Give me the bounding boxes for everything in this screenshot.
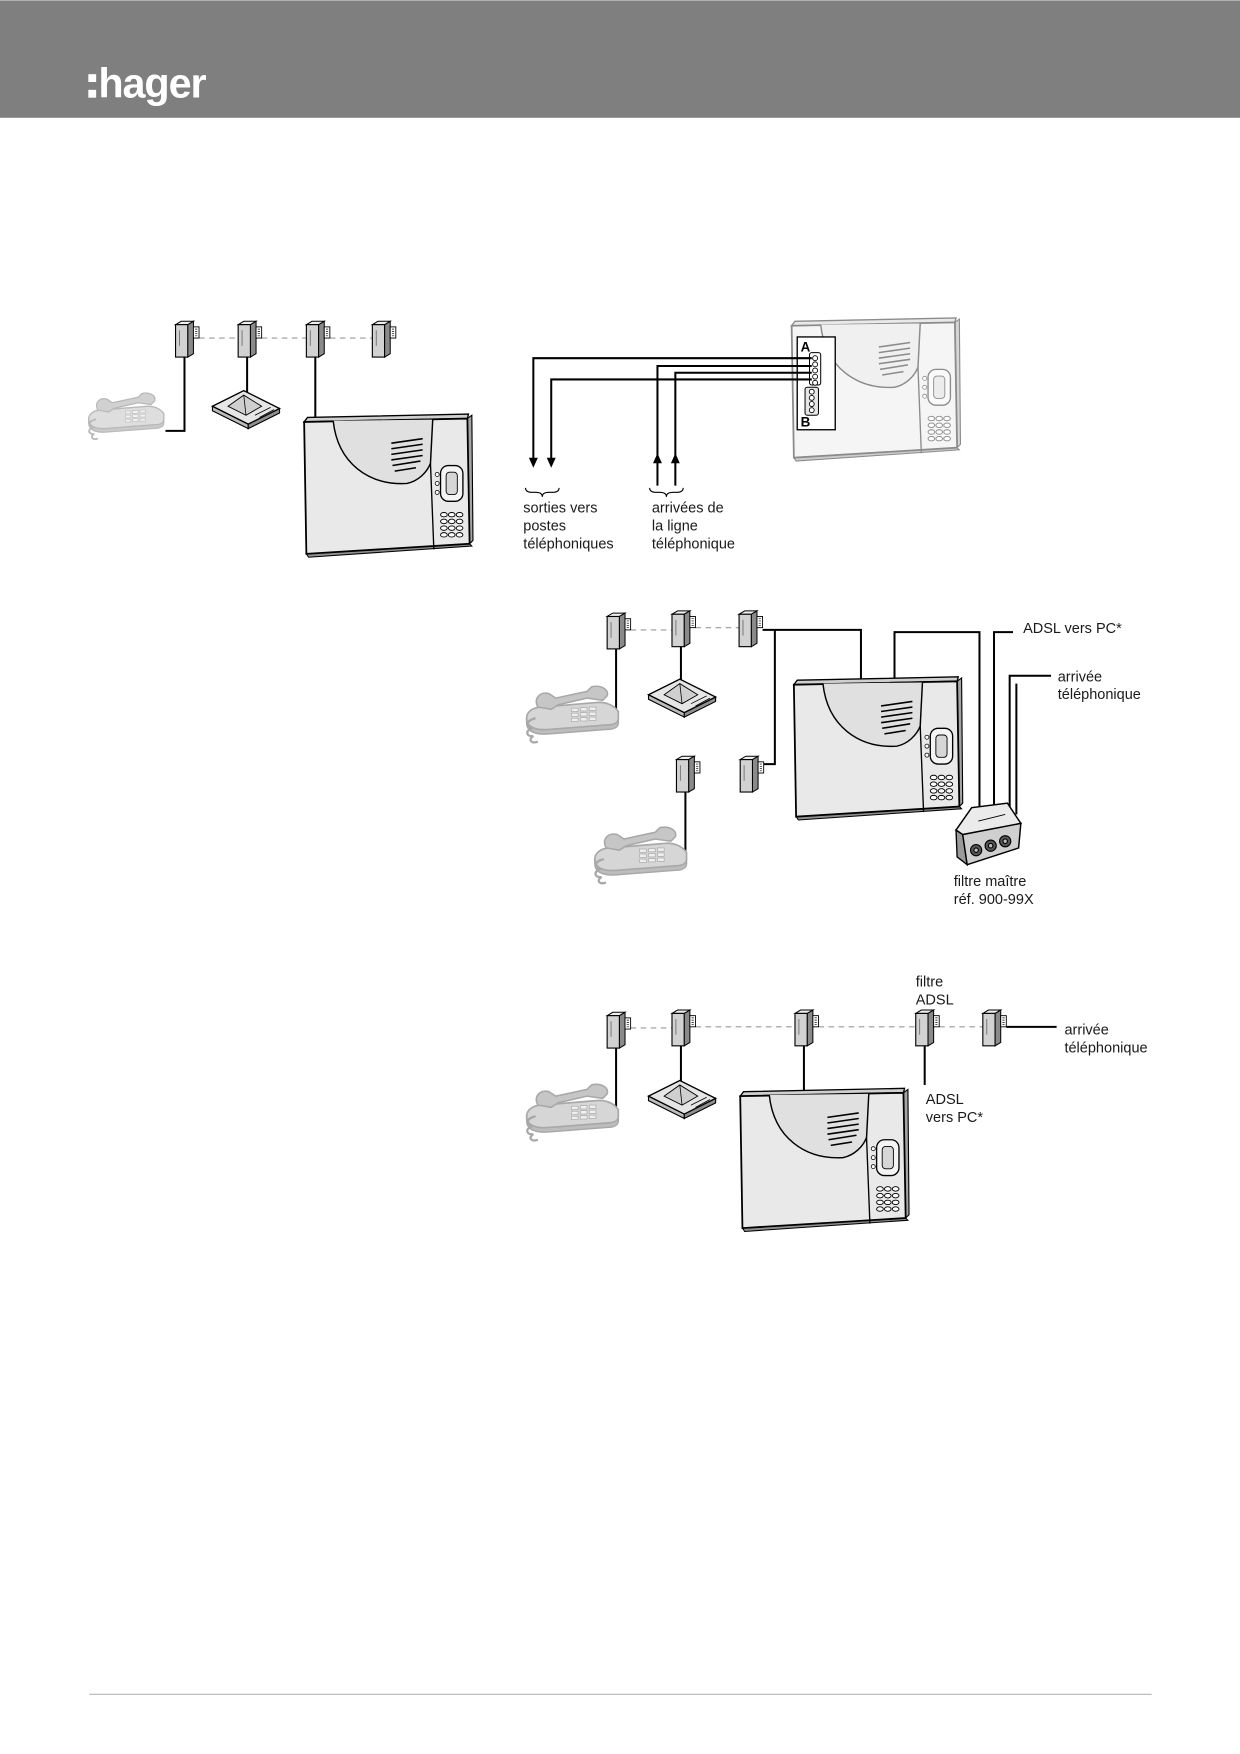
telephone-socket-icon (671, 610, 697, 648)
logo-dot-bottom (88, 89, 97, 98)
adsl-label-line1: ADSL (926, 1092, 964, 1108)
wire-filter-adsl (993, 631, 1014, 808)
alarm-panel-icon (739, 1087, 910, 1233)
line-in-label-line1: arrivée (1058, 669, 1102, 685)
telephone-socket-icon (606, 1011, 632, 1049)
modem-icon (647, 1079, 717, 1120)
adsl-label: ADSL vers PC* (1023, 621, 1122, 637)
telephone-socket-icon (738, 610, 764, 648)
telephone-socket-icon (174, 320, 200, 358)
wire-panel-filter (893, 631, 981, 810)
wire-socket-panel-out (762, 628, 862, 682)
terminal-label-b: B (801, 414, 811, 429)
logo-text: hager (98, 61, 206, 107)
telephone-socket-icon (675, 755, 701, 793)
telephone-icon (525, 1083, 620, 1142)
line-in-label-line1: arrivée (1064, 1023, 1108, 1039)
wire-socket-telephone (165, 357, 186, 432)
wire-input-1 (656, 365, 812, 486)
diagram-adsl-filter: filtre ADSL arrivée téléphonique ADSL ve… (525, 975, 1148, 1233)
arrow-up-icon (652, 453, 662, 464)
arrow-down-icon (528, 457, 538, 468)
diagram-terminal-wiring: A B sorties vers postes téléphoniques ar… (523, 317, 962, 552)
outputs-label-line3: téléphoniques (523, 536, 613, 552)
header-bar (0, 0, 1240, 118)
telephone-socket-icon (982, 1009, 1007, 1047)
telephone-socket-icon (794, 1009, 820, 1047)
telephone-socket-icon (237, 320, 263, 358)
adsl-filter-icon (915, 1009, 940, 1047)
alarm-panel-icon (792, 675, 964, 821)
adsl-label-line2: vers PC* (926, 1110, 984, 1126)
arrow-up-icon (670, 453, 680, 464)
filter-label-line2: réf. 900-99X (954, 892, 1034, 908)
telephone-socket-icon (371, 320, 397, 358)
line-in-label-line2: téléphonique (1058, 687, 1141, 703)
line-in-label-line2: téléphonique (1064, 1041, 1147, 1057)
telephone-socket-icon (739, 755, 765, 793)
modem-icon (211, 389, 281, 430)
terminal-block: A B (796, 336, 836, 431)
telephone-icon (593, 826, 688, 885)
alarm-panel-icon (303, 413, 474, 559)
filter-label-line2: ADSL (916, 992, 954, 1008)
wires (532, 357, 812, 486)
terminal-screws-a (812, 355, 819, 386)
outputs-label-line1: sorties vers (523, 500, 597, 516)
inputs-label-line3: téléphonique (652, 536, 735, 552)
wire-socket-lower-socket (763, 629, 776, 766)
terminal-label-a: A (801, 339, 811, 354)
inputs-label-line1: arrivées de (652, 500, 724, 516)
socket-links (630, 1026, 983, 1029)
telephone-socket-icon (671, 1009, 697, 1047)
arrow-down-icon (546, 457, 556, 468)
filter-label-line1: filtre (916, 975, 943, 991)
wires (165, 357, 317, 432)
telephone-icon (525, 685, 620, 744)
wire-output-1 (532, 357, 812, 459)
brace-inputs (649, 487, 684, 497)
socket-links (630, 627, 740, 631)
wire-input-2 (674, 371, 812, 486)
wire-output-2 (550, 378, 812, 459)
telephone-icon (87, 392, 165, 440)
telephone-socket-icon (305, 320, 331, 358)
terminal-screws-b (808, 388, 815, 414)
outputs-label-line2: postes (523, 518, 566, 534)
wire-filter-line-in (1008, 674, 1052, 817)
diagram-basic-installation (87, 320, 474, 559)
telephone-socket-icon (606, 612, 632, 650)
modem-icon (647, 678, 717, 718)
hager-logo: hager (88, 61, 208, 107)
filter-label-line1: filtre maître (954, 874, 1027, 890)
logo-dot-top (88, 74, 97, 83)
diagram-master-filter: ADSL vers PC* arrivée téléphonique filtr… (525, 610, 1141, 908)
master-filter-icon (955, 802, 1022, 866)
inputs-label-line2: la ligne (652, 518, 698, 534)
brace-outputs (524, 487, 560, 497)
